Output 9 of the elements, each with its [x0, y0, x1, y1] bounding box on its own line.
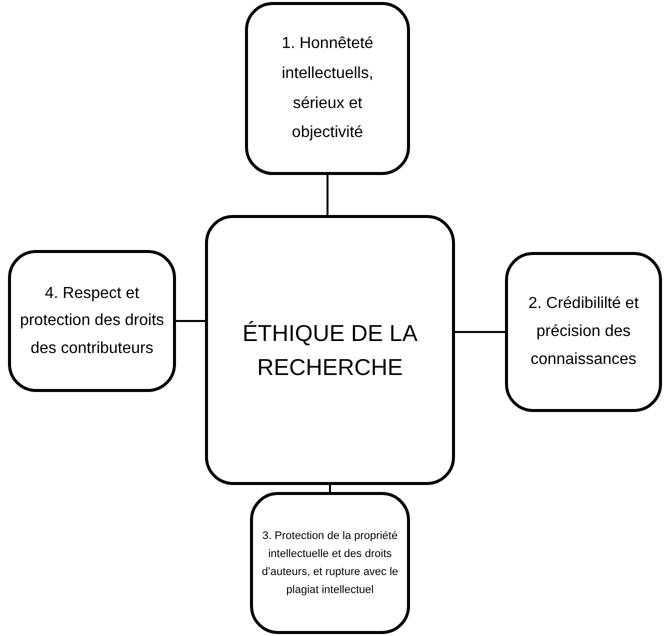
topic-box: 2. Crédibililté et précision des connaissances — [505, 252, 662, 412]
connector-line — [455, 331, 505, 333]
connector-line — [326, 175, 328, 215]
topic-box: 1. Honnêteté intellectuells, sérieux et objectivité — [245, 2, 410, 175]
connector-line — [176, 320, 205, 322]
topic-box: 3. Protection de la propriété intellectuelle et des droits d’auteurs, et rupture avec le plagiat intellectuel — [250, 492, 410, 634]
connector-line — [329, 485, 331, 492]
central-topic-box: ÉTHIQUE DE LA RECHERCHE — [205, 215, 455, 485]
topic-box: 4. Respect et protection des droits des contributeurs — [8, 250, 176, 392]
